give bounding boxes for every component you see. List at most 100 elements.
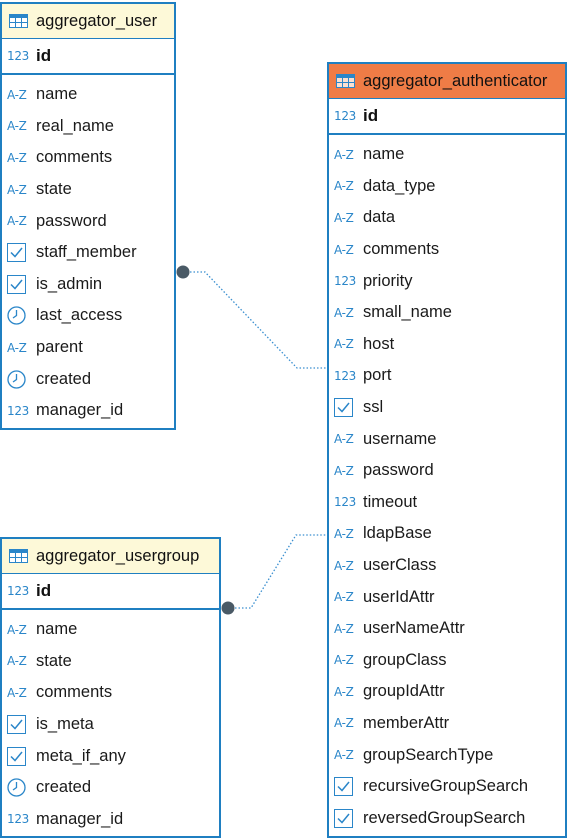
column-name: host [363,334,395,353]
column-row[interactable]: 123 priority [329,265,565,297]
column-row[interactable]: 123 timeout [329,487,565,519]
column-name: id [363,106,379,125]
column-name: priority [363,271,413,290]
primary-key-row[interactable]: 123 id [329,99,565,135]
column-row[interactable]: is_meta [2,709,219,741]
column-name: timeout [363,492,418,511]
text-type-icon: A-Z [7,622,27,637]
column-name: id [36,581,52,600]
column-name: groupIdAttr [363,682,445,701]
text-type-icon: A-Z [334,210,354,225]
column-row[interactable]: A-Z data [329,202,565,234]
primary-key-row[interactable]: 123 id [2,574,219,610]
column-row[interactable]: A-Z name [329,139,565,171]
numeric-type-icon: 123 [334,368,357,383]
column-name: ssl [363,398,384,417]
column-row[interactable]: is_admin [2,269,174,301]
column-name: small_name [363,303,452,322]
column-name: ldapBase [363,524,432,543]
text-type-icon: A-Z [334,147,354,162]
text-type-icon: A-Z [7,87,27,102]
column-name: staff_member [36,243,137,262]
column-row[interactable]: created [2,363,174,395]
column-name: password [36,211,107,230]
column-name: name [363,145,405,164]
column-name: memberAttr [363,713,450,732]
user-authenticator-connector [183,271,327,369]
column-name: state [36,180,72,199]
numeric-type-icon: 123 [334,495,357,510]
column-row[interactable]: recursiveGroupSearch [329,771,565,803]
numeric-type-icon: 123 [334,274,357,289]
column-row[interactable]: 123 manager_id [2,395,174,427]
text-type-icon: A-Z [334,432,354,447]
column-name: state [36,651,72,670]
text-type-icon: A-Z [7,182,27,197]
column-row[interactable]: last_access [2,300,174,332]
entity-header[interactable]: aggregator_user [2,4,174,39]
column-row[interactable]: A-Z state [2,174,174,206]
text-type-icon: A-Z [334,590,354,605]
entity-title: aggregator_usergroup [36,546,200,565]
column-name: data [363,208,396,227]
entity-title: aggregator_user [36,11,158,30]
text-type-icon: A-Z [334,242,354,257]
column-name: real_name [36,116,114,135]
column-name: manager_id [36,401,124,420]
column-name: userNameAttr [363,619,465,638]
text-type-icon: A-Z [7,150,27,165]
column-name: is_admin [36,274,103,293]
numeric-type-icon: 123 [334,109,357,123]
entity-header[interactable]: aggregator_usergroup [2,539,219,574]
primary-key-row[interactable]: 123 id [2,39,174,75]
timestamp-type-icon [7,369,31,389]
column-row[interactable]: reversedGroupSearch [329,802,565,834]
text-type-icon: A-Z [334,337,354,352]
usergroup-connector-dot [221,601,235,615]
column-row[interactable]: A-Z name [2,614,219,646]
text-type-icon: A-Z [7,340,27,355]
column-name: groupClass [363,650,447,669]
text-type-icon: A-Z [334,716,354,731]
column-name: last_access [36,306,123,325]
column-row[interactable]: created [2,772,219,804]
column-name: manager_id [36,809,124,828]
table-icon [336,74,355,88]
text-type-icon: A-Z [334,748,354,763]
checkbox-type-icon [334,398,358,418]
entity-header[interactable]: aggregator_authenticator [329,64,565,99]
column-name: meta_if_any [36,746,126,765]
column-row[interactable]: A-Z host [329,329,565,361]
column-row[interactable]: A-Z memberAttr [329,708,565,740]
numeric-type-icon: 123 [7,403,30,418]
column-row[interactable]: staff_member [2,237,174,269]
column-row[interactable]: ssl [329,392,565,424]
column-name: name [36,620,78,639]
column-row[interactable]: meta_if_any [2,740,219,772]
